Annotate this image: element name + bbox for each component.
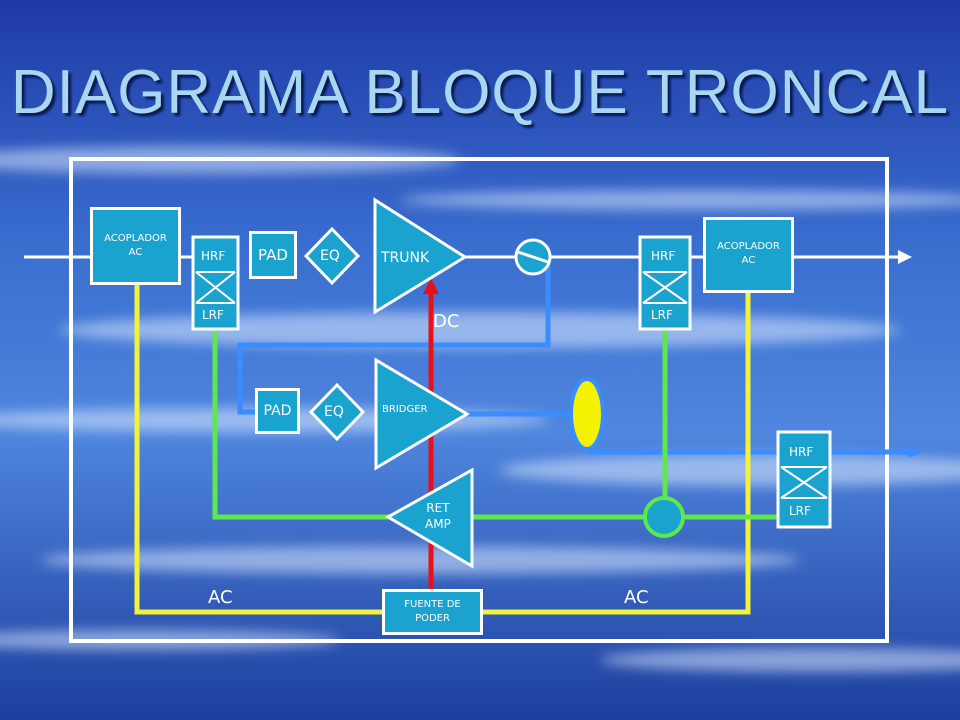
diplex-filter-1-icon bbox=[191, 235, 240, 331]
bridger-feed-line bbox=[237, 262, 551, 415]
bridger-amplifier-icon bbox=[374, 357, 470, 471]
bridger-out-arrow-icon bbox=[908, 446, 922, 458]
page-title: DIAGRAMA BLOQUE TRONCAL bbox=[10, 58, 950, 127]
dc-arrow-icon bbox=[423, 278, 439, 294]
trunk-label: TRUNK bbox=[381, 250, 430, 266]
return-amplifier-icon bbox=[384, 467, 474, 569]
return-combiner-icon bbox=[643, 496, 685, 538]
diplex-filter-2-icon bbox=[638, 235, 692, 331]
diplex3-hrf-label: HRF bbox=[789, 445, 814, 459]
eq-top-icon bbox=[303, 226, 361, 286]
power-supply: FUENTE DE PODER bbox=[382, 589, 483, 635]
diplex1-hrf-label: HRF bbox=[201, 249, 226, 263]
trunk-amplifier-icon bbox=[373, 197, 468, 315]
splitter-icon bbox=[569, 377, 605, 451]
diplex1-lrf-label: LRF bbox=[202, 308, 224, 322]
diplex2-hrf-label: HRF bbox=[651, 249, 676, 263]
ret-amp-label: RET AMP bbox=[425, 501, 451, 531]
output-arrow-icon bbox=[898, 250, 912, 264]
eq-bottom-icon bbox=[308, 382, 366, 442]
pad-bottom: PAD bbox=[255, 388, 300, 434]
ac-right-label: AC bbox=[624, 587, 649, 608]
bridger-label: BRIDGER bbox=[382, 404, 428, 415]
eq-bottom-label: EQ bbox=[324, 404, 344, 420]
ac-left-label: AC bbox=[208, 587, 233, 608]
ac-power-line bbox=[134, 285, 751, 615]
dc-label: DC bbox=[433, 311, 460, 332]
eq-top-label: EQ bbox=[320, 248, 340, 264]
coupler-ac-right: ACOPLADOR AC bbox=[703, 217, 794, 293]
diplex-filter-3-icon bbox=[776, 430, 832, 529]
diplex2-lrf-label: LRF bbox=[651, 308, 673, 322]
diagram-frame bbox=[69, 157, 889, 643]
return-line-left bbox=[212, 332, 390, 520]
pad-top: PAD bbox=[249, 231, 297, 279]
coupler-ac-left: ACOPLADOR AC bbox=[90, 207, 181, 285]
diplex3-lrf-label: LRF bbox=[789, 504, 811, 518]
